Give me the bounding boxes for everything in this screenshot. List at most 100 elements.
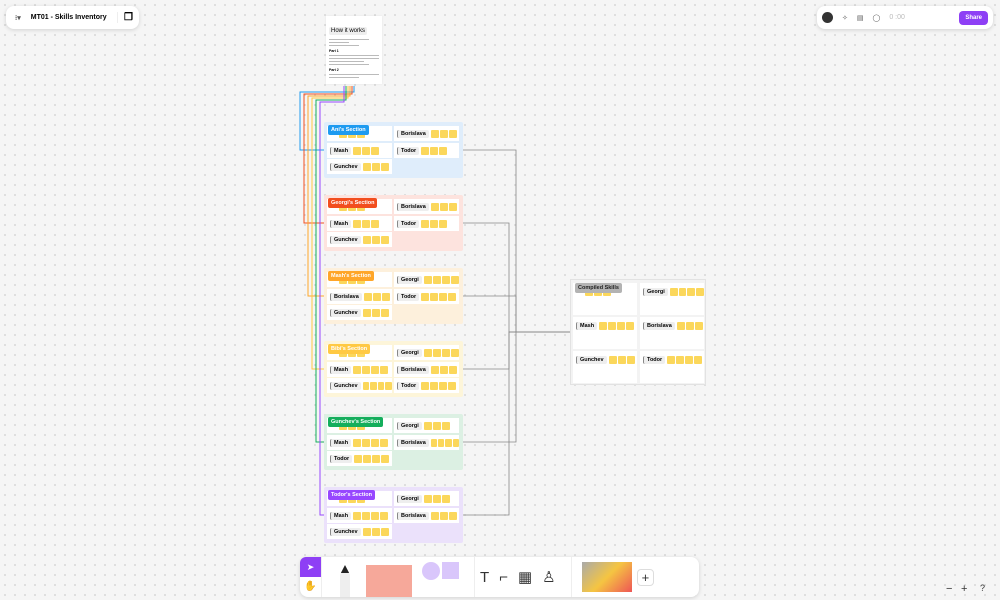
skill-sticky[interactable] (439, 129, 448, 138)
skill-sticky[interactable] (362, 511, 371, 520)
comment-icon[interactable]: ◯ (872, 14, 881, 22)
skill-sticky[interactable] (676, 322, 685, 330)
skill-sticky[interactable] (450, 275, 459, 284)
skill-sticky[interactable] (362, 365, 371, 374)
select-tool[interactable]: ➤ ✋ (300, 557, 322, 597)
layout-icon[interactable]: ▤ (856, 14, 864, 22)
skill-sticky[interactable] (371, 308, 380, 317)
skill-sticky[interactable] (353, 219, 362, 228)
skill-card[interactable]: Georgi (640, 283, 704, 315)
skill-sticky[interactable] (380, 511, 389, 520)
skill-sticky[interactable] (439, 292, 448, 301)
zoom-out-button[interactable]: − (946, 583, 953, 595)
skill-sticky[interactable] (380, 365, 389, 374)
skill-sticky[interactable] (608, 322, 617, 330)
help-button[interactable]: ? (980, 583, 986, 593)
skill-sticky[interactable] (371, 527, 380, 536)
skill-sticky[interactable] (372, 454, 381, 463)
skill-card[interactable]: Borislava (394, 435, 460, 450)
skill-sticky[interactable] (626, 322, 635, 330)
file-title[interactable]: MT01 - Skills Inventory (30, 14, 107, 21)
skill-card[interactable]: Mash (327, 216, 392, 231)
skill-sticky[interactable] (430, 381, 439, 390)
skill-sticky[interactable] (377, 381, 385, 390)
shapes-icon[interactable] (422, 562, 459, 592)
skill-card[interactable]: Gunchev (327, 232, 392, 247)
ai-icon[interactable]: ✧ (842, 14, 848, 22)
skill-sticky[interactable] (380, 438, 389, 447)
skill-sticky[interactable] (608, 356, 617, 364)
skill-sticky[interactable] (441, 348, 450, 357)
skill-sticky[interactable] (687, 288, 696, 296)
skill-sticky[interactable] (380, 235, 389, 244)
skill-sticky[interactable] (694, 356, 703, 364)
skill-sticky[interactable] (452, 438, 460, 447)
skill-sticky[interactable] (430, 511, 439, 520)
skill-card[interactable]: Borislava (394, 362, 459, 377)
skill-sticky[interactable] (362, 381, 370, 390)
skill-sticky[interactable] (363, 292, 372, 301)
skill-sticky[interactable] (381, 292, 390, 301)
skill-card[interactable]: Mash (327, 435, 392, 450)
skill-card[interactable]: Borislava (394, 126, 459, 141)
skill-card[interactable]: Mash (327, 143, 392, 158)
skill-card[interactable]: Borislava (394, 508, 459, 523)
skill-sticky[interactable] (385, 381, 392, 390)
skill-sticky[interactable] (430, 292, 439, 301)
pen-icon[interactable] (340, 565, 350, 597)
skill-card[interactable]: Todor (394, 216, 459, 231)
skill-sticky[interactable] (353, 511, 362, 520)
skill-card[interactable]: Todor (640, 351, 704, 383)
skill-sticky[interactable] (362, 219, 371, 228)
skill-card[interactable]: Mash (573, 317, 637, 349)
skill-sticky[interactable] (430, 202, 439, 211)
skill-sticky[interactable] (362, 235, 371, 244)
skill-sticky[interactable] (678, 288, 687, 296)
skill-sticky[interactable] (371, 365, 380, 374)
pages-icon[interactable]: ❐ (117, 12, 139, 23)
timer[interactable]: 0 :00 (889, 14, 905, 21)
table-icon[interactable]: ▦ (517, 569, 533, 586)
skill-sticky[interactable] (430, 129, 439, 138)
skill-sticky[interactable] (430, 219, 439, 228)
stickers-icon[interactable] (581, 562, 632, 592)
skill-card[interactable]: Georgi (394, 345, 459, 360)
skill-card[interactable]: Todor (394, 143, 459, 158)
skill-sticky[interactable] (432, 348, 441, 357)
skill-sticky[interactable] (448, 129, 457, 138)
skill-sticky[interactable] (438, 438, 445, 447)
skill-sticky[interactable] (685, 322, 694, 330)
skill-sticky[interactable] (362, 527, 371, 536)
skill-sticky[interactable] (362, 162, 371, 171)
skill-sticky[interactable] (362, 146, 371, 155)
skill-sticky[interactable] (439, 381, 448, 390)
skill-sticky[interactable] (421, 292, 430, 301)
skill-sticky[interactable] (371, 162, 380, 171)
skill-sticky[interactable] (423, 421, 432, 430)
skill-sticky[interactable] (441, 494, 450, 503)
sticky-note-icon[interactable] (366, 565, 412, 597)
skill-sticky[interactable] (354, 454, 363, 463)
skill-sticky[interactable] (448, 365, 457, 374)
skill-sticky[interactable] (448, 202, 457, 211)
skill-card[interactable]: Gunchev (327, 524, 392, 539)
skill-sticky[interactable] (626, 356, 635, 364)
skill-card[interactable]: Todor (327, 451, 392, 466)
skill-sticky[interactable] (676, 356, 685, 364)
skill-sticky[interactable] (439, 365, 448, 374)
skill-sticky[interactable] (363, 454, 372, 463)
skill-sticky[interactable] (362, 308, 371, 317)
skill-card[interactable]: Borislava (394, 199, 459, 214)
skill-sticky[interactable] (421, 146, 430, 155)
hand-icon[interactable]: ✋ (304, 581, 317, 592)
skill-sticky[interactable] (694, 322, 703, 330)
skill-sticky[interactable] (371, 511, 380, 520)
skill-sticky[interactable] (441, 421, 450, 430)
skill-sticky[interactable] (448, 292, 457, 301)
skill-sticky[interactable] (353, 146, 362, 155)
section-icon[interactable]: ⌐ (499, 568, 508, 586)
skill-card[interactable]: Gunchev (327, 159, 392, 174)
skill-sticky[interactable] (353, 365, 362, 374)
skill-card[interactable]: Borislava (327, 289, 392, 304)
